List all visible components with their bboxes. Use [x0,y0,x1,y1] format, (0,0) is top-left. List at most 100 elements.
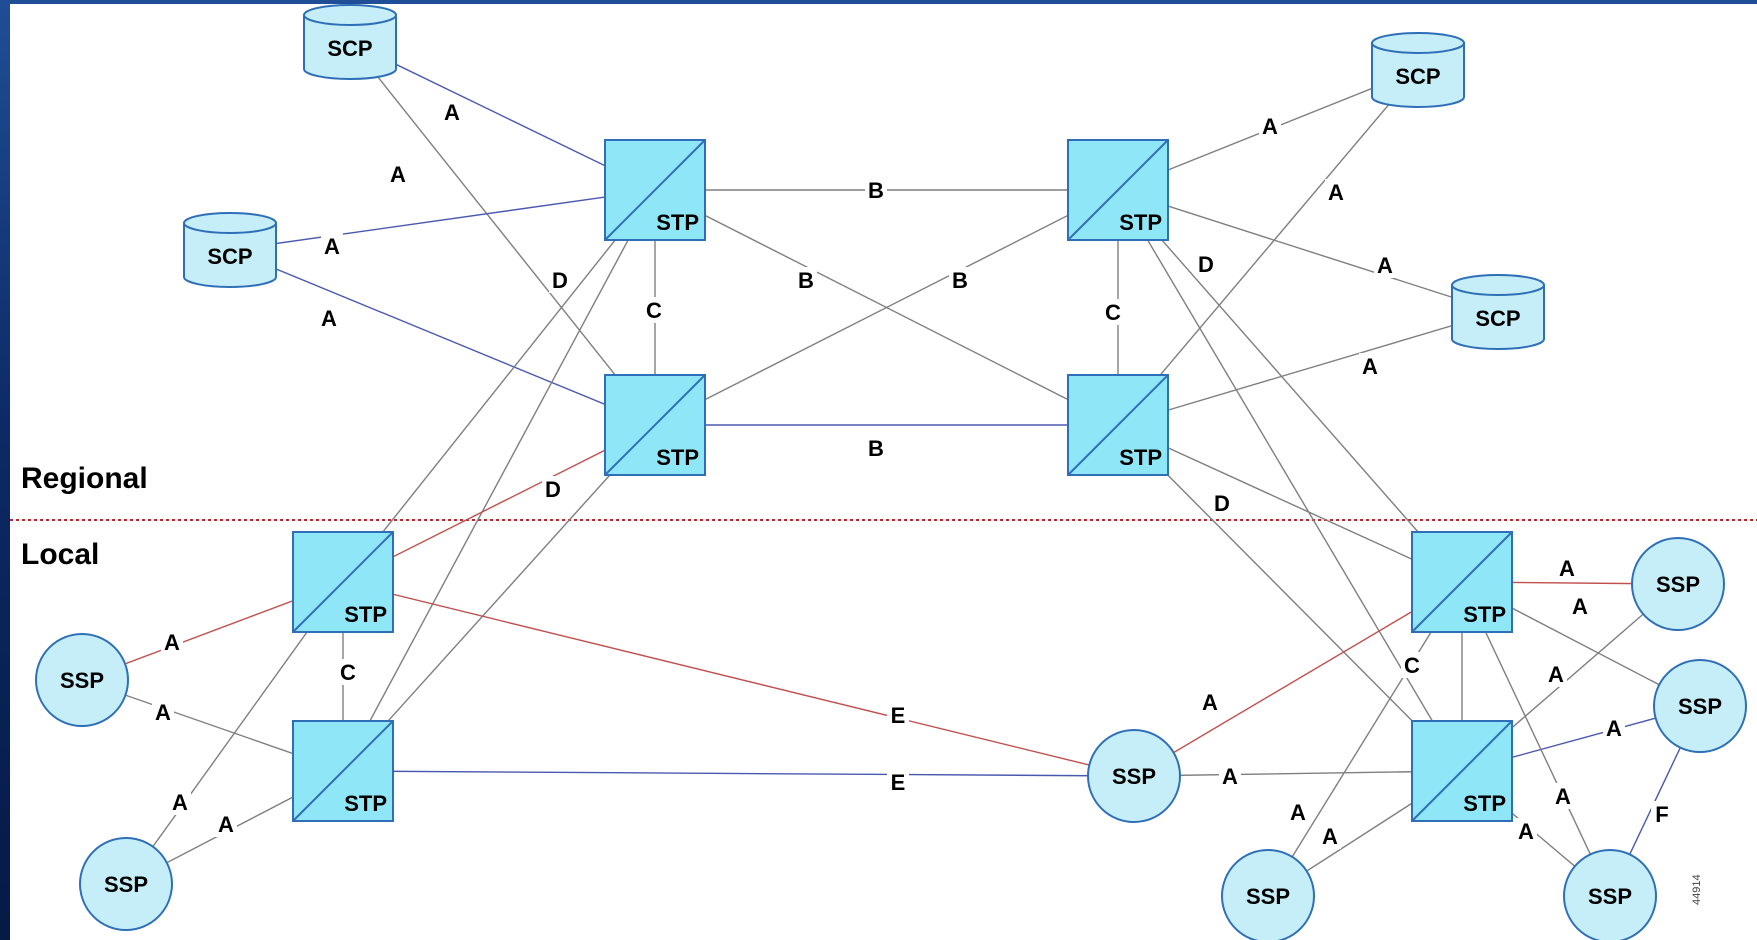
stp-diagonal [1411,720,1513,822]
node-scp-1[interactable]: SCP [303,4,397,80]
link-label-bg [887,702,909,728]
node-label: STP [656,445,699,470]
link-label-bg [1374,252,1396,278]
database-top [183,212,277,234]
link-scp-4-stp-4 [1117,311,1499,426]
link-label: C [340,660,356,685]
link-label-bg [643,297,665,323]
database-icon [303,14,397,80]
link-label: A [1328,180,1344,205]
link-label-bg [549,267,571,293]
node-scp-3[interactable]: SCP [1371,32,1465,108]
node-ssp-2[interactable]: SSP [79,837,173,931]
node-label: SCP [327,36,372,61]
link-scp-3-stp-4 [1117,69,1419,426]
link-label-bg [337,659,359,685]
link-scp-1-stp-2 [349,41,656,426]
link-label: A [218,812,234,837]
link-label-bg [1102,299,1124,325]
link-label: C [1404,653,1420,678]
link-label-bg [1651,801,1673,827]
link-label-bg [1401,652,1423,678]
link-label-bg [542,476,564,502]
node-stp-5[interactable]: STP [292,531,394,633]
link-stp-1-stp-6 [342,189,656,772]
node-label: SSP [1588,884,1632,909]
node-stp-2[interactable]: STP [604,374,706,476]
link-label-bg [1603,715,1625,741]
node-label: SSP [1678,694,1722,719]
node-label: STP [1119,445,1162,470]
node-stp-6[interactable]: STP [292,720,394,822]
node-stp-7[interactable]: STP [1411,531,1513,633]
link-ssp-3-stp-7 [1133,581,1463,777]
link-label-bg [1552,783,1574,809]
node-ssp-3[interactable]: SSP [1087,729,1181,823]
ssp-icon [1087,729,1181,823]
link-label-bg [1556,555,1578,581]
node-ssp-5[interactable]: SSP [1631,537,1725,631]
link-label: A [172,790,188,815]
link-label-bg [1515,818,1537,844]
node-ssp-7[interactable]: SSP [1563,849,1657,940]
node-label: SSP [104,872,148,897]
link-stp-4-stp-8 [1117,424,1463,772]
link-label-bg [1219,763,1241,789]
link-stp-1-stp-5 [342,189,656,583]
node-stp-3[interactable]: STP [1067,139,1169,241]
node-ssp-6[interactable]: SSP [1653,659,1747,753]
link-label: A [155,700,171,725]
node-stp-4[interactable]: STP [1067,374,1169,476]
link-label: A [1559,556,1575,581]
link-label-bg [321,233,343,259]
link-label-bg [161,629,183,655]
database-top [303,4,397,26]
link-stp-5-ssp-3 [342,581,1135,777]
link-label: A [324,234,340,259]
link-label-bg [169,789,191,815]
node-stp-8[interactable]: STP [1411,720,1513,822]
link-label-bg [1325,179,1347,205]
link-label-bg [441,99,463,125]
link-label: A [1572,594,1588,619]
stp-diagonal [1067,139,1169,241]
node-label: SSP [60,668,104,693]
ssp-icon [1631,537,1725,631]
database-icon [183,222,277,288]
node-stp-1[interactable]: STP [604,139,706,241]
link-label-bg [1545,661,1567,687]
link-label: A [1362,354,1378,379]
link-label-bg [1195,251,1217,277]
link-scp-2-stp-1 [229,189,656,251]
link-label: C [646,298,662,323]
node-label: STP [344,791,387,816]
stp-diagonal [292,531,394,633]
stp-diagonal [604,139,706,241]
link-label: A [1555,784,1571,809]
link-stp-2-stp-5 [342,424,656,583]
node-scp-2[interactable]: SCP [183,212,277,288]
link-label: D [552,268,568,293]
node-label: STP [1463,602,1506,627]
ssp-icon [79,837,173,931]
link-label: E [891,770,906,795]
zone-label-local: Local [21,538,99,571]
node-label: SSP [1656,572,1700,597]
link-label-bg [949,267,971,293]
link-label: A [1606,716,1622,741]
link-label: B [952,268,968,293]
link-label-bg [318,305,340,331]
node-label: STP [344,602,387,627]
ssp-icon [1221,849,1315,940]
node-ssp-4[interactable]: SSP [1221,849,1315,940]
link-label-bg [865,177,887,203]
node-label: SSP [1112,764,1156,789]
node-scp-4[interactable]: SCP [1451,274,1545,350]
stp-diagonal [604,374,706,476]
node-ssp-1[interactable]: SSP [35,633,129,727]
node-label: STP [656,210,699,235]
figure-number: 44914 [1691,874,1703,905]
link-label: A [390,162,406,187]
